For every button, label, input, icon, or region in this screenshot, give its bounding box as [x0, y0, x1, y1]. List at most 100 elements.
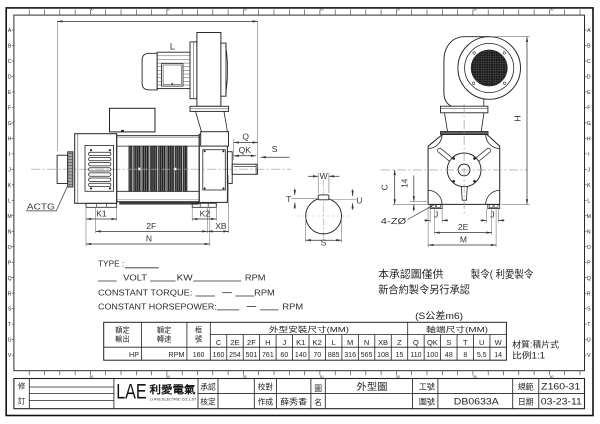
svg-text:2F: 2F: [146, 221, 156, 231]
svg-text:Q: Q: [242, 132, 249, 142]
svg-text:15: 15: [396, 352, 404, 359]
svg-text:製令( 利愛製令: 製令( 利愛製令: [471, 268, 534, 281]
svg-text:48: 48: [445, 352, 453, 359]
svg-text:B: B: [8, 44, 12, 50]
svg-text:O: O: [8, 245, 12, 251]
svg-text:XB: XB: [378, 338, 388, 347]
svg-text:50: 50: [90, 7, 94, 11]
svg-text:RPM: RPM: [245, 273, 266, 282]
svg-text:外型安裝尺寸(MM): 外型安裝尺寸(MM): [269, 324, 350, 334]
svg-text:P: P: [8, 260, 12, 266]
svg-text:框: 框: [195, 326, 202, 335]
svg-text:C: C: [587, 59, 591, 65]
svg-text:S: S: [272, 144, 278, 154]
svg-text:100: 100: [427, 352, 439, 359]
svg-text:254: 254: [229, 352, 241, 359]
svg-text:軸端尺寸(MM): 軸端尺寸(MM): [426, 324, 489, 334]
svg-text:利愛電氣: 利愛電氣: [150, 383, 197, 396]
svg-text:50: 50: [550, 375, 554, 379]
svg-text:160: 160: [213, 352, 225, 359]
svg-text:本承認圖僅供: 本承認圖僅供: [378, 268, 444, 281]
svg-text:轉速: 轉速: [157, 335, 171, 344]
svg-text:R: R: [587, 291, 591, 297]
svg-text:I: I: [9, 152, 10, 158]
svg-text:A: A: [8, 28, 12, 34]
svg-text:5.5: 5.5: [477, 352, 487, 359]
svg-text:G: G: [587, 121, 591, 127]
svg-text:KW: KW: [177, 273, 194, 282]
svg-text:圖: 圖: [314, 384, 322, 393]
svg-text:L: L: [332, 338, 336, 347]
svg-text:號: 號: [195, 335, 202, 344]
svg-text:T: T: [286, 194, 291, 204]
svg-text:DB0633A: DB0633A: [454, 397, 499, 407]
svg-text:2E: 2E: [230, 338, 239, 347]
svg-text:T: T: [8, 322, 12, 328]
svg-text:160: 160: [193, 352, 205, 359]
svg-text:H: H: [8, 136, 12, 142]
svg-text:外型圖: 外型圖: [357, 380, 388, 393]
svg-text:G: G: [8, 121, 12, 127]
svg-text:E: E: [8, 90, 12, 96]
svg-text:核定: 核定: [200, 397, 216, 407]
svg-text:501: 501: [246, 352, 258, 359]
svg-text:H: H: [512, 115, 522, 121]
svg-text:761: 761: [262, 352, 274, 359]
svg-text:K: K: [8, 183, 12, 189]
svg-text:T: T: [587, 322, 591, 328]
svg-text:K2: K2: [200, 208, 211, 218]
svg-text:60: 60: [280, 352, 288, 359]
svg-text:140: 140: [295, 352, 307, 359]
svg-text:額定: 額定: [115, 326, 129, 335]
svg-text:B: B: [587, 44, 591, 50]
svg-text:材質:積片式: 材質:積片式: [512, 338, 559, 349]
svg-text:日期: 日期: [518, 398, 534, 407]
svg-text:50: 50: [550, 7, 554, 11]
svg-text:U: U: [587, 338, 591, 344]
svg-text:修: 修: [18, 381, 26, 391]
svg-text:輸出: 輸出: [115, 335, 129, 344]
svg-text:50: 50: [90, 375, 94, 379]
svg-text:QK: QK: [239, 145, 252, 155]
svg-text:額定: 額定: [157, 326, 171, 335]
svg-text:ACTG: ACTG: [27, 201, 55, 211]
svg-text:U: U: [356, 195, 362, 205]
svg-text:CONSTANT HORSEPOWER:: CONSTANT HORSEPOWER:: [98, 302, 217, 311]
svg-text:J: J: [282, 338, 286, 347]
svg-text:承認: 承認: [200, 382, 216, 392]
svg-text:885: 885: [328, 352, 340, 359]
svg-text:H: H: [587, 136, 591, 142]
svg-text:50: 50: [166, 7, 170, 11]
svg-text:S: S: [446, 338, 451, 347]
svg-text:Z: Z: [397, 338, 402, 347]
svg-text:L: L: [170, 41, 175, 51]
svg-text:O: O: [587, 245, 591, 251]
svg-text:03-23-11: 03-23-11: [541, 397, 582, 407]
svg-text:50: 50: [396, 7, 400, 11]
svg-text:L: L: [8, 198, 11, 204]
svg-text:50: 50: [320, 375, 324, 379]
svg-text:110: 110: [410, 352, 421, 359]
svg-text:F: F: [8, 106, 11, 112]
svg-text:W: W: [495, 338, 503, 347]
svg-text:S: S: [587, 307, 591, 313]
svg-text:70: 70: [313, 352, 321, 359]
svg-text:316: 316: [344, 352, 356, 359]
svg-text:LAE: LAE: [116, 380, 147, 403]
svg-text:14: 14: [399, 178, 409, 188]
svg-text:QK: QK: [427, 338, 438, 347]
svg-text:C: C: [380, 184, 390, 190]
svg-text:50: 50: [320, 7, 324, 11]
svg-text:Q: Q: [8, 276, 12, 282]
svg-text:50: 50: [473, 375, 477, 379]
svg-text:訂: 訂: [18, 396, 26, 406]
svg-text:E: E: [587, 90, 591, 96]
svg-text:565: 565: [361, 352, 373, 359]
svg-text:W: W: [320, 171, 328, 181]
svg-text:U: U: [8, 338, 12, 344]
svg-text:C: C: [216, 338, 222, 347]
svg-text:T: T: [463, 338, 468, 347]
svg-text:8: 8: [463, 352, 467, 359]
svg-text:規範: 規範: [518, 382, 534, 392]
svg-text:RPM: RPM: [169, 350, 185, 359]
